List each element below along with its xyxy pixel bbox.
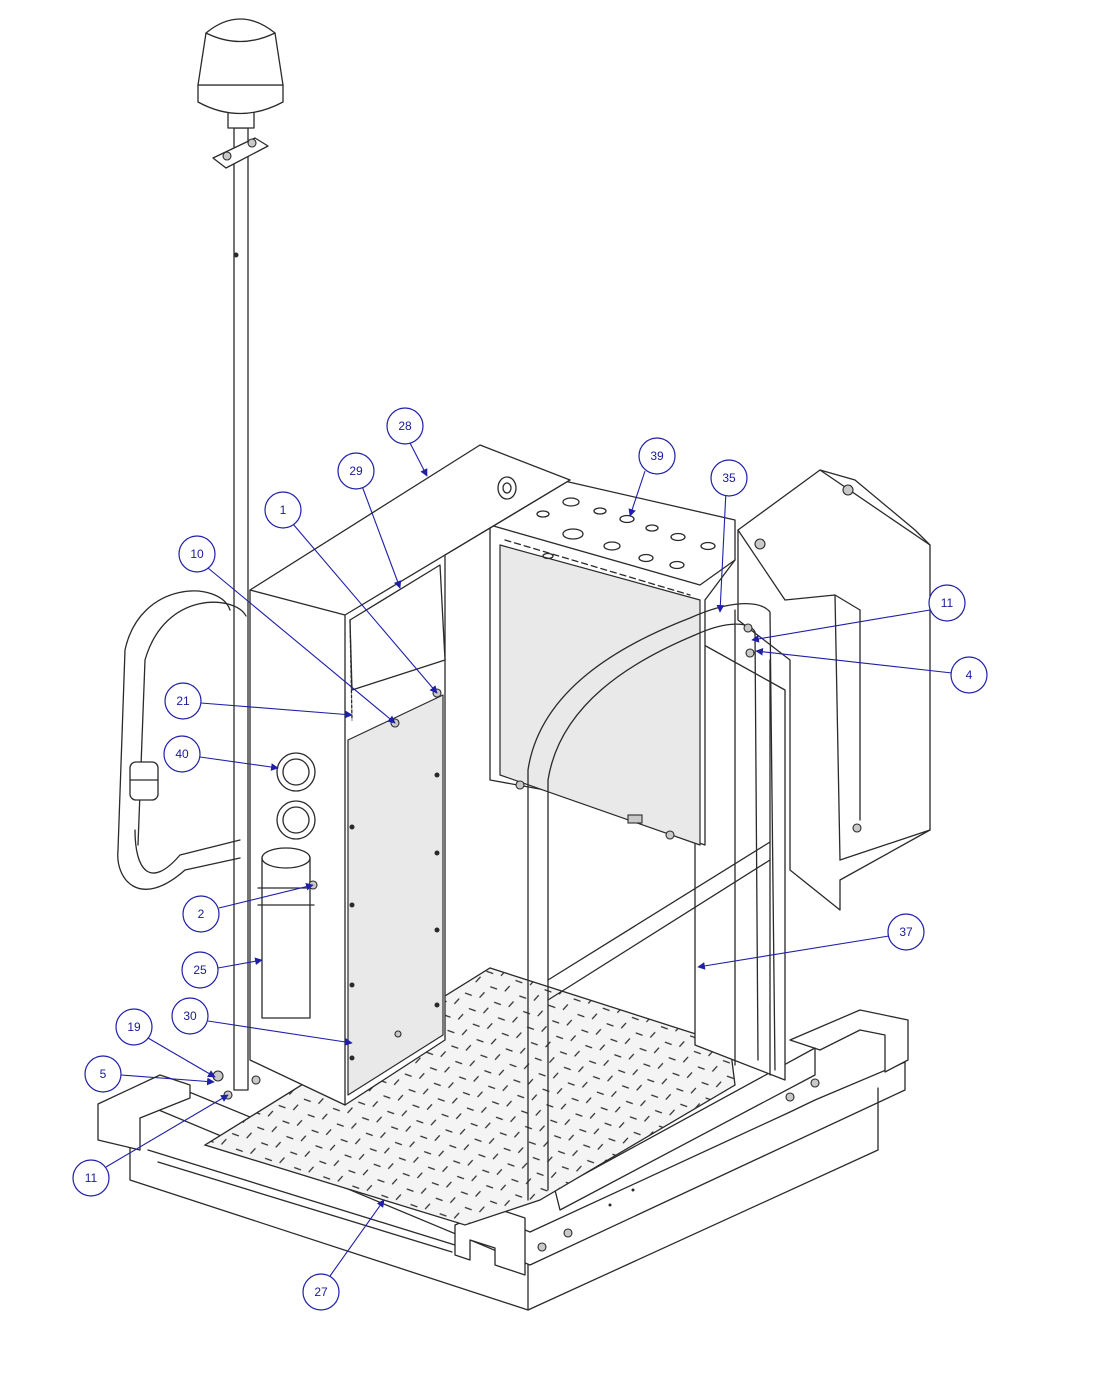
balloon-35: 35 (710, 459, 748, 497)
balloon-4: 4 (950, 656, 988, 694)
leader-21 (200, 702, 353, 719)
balloon-39: 39 (638, 437, 676, 475)
leader-40 (199, 756, 279, 771)
balloon-10: 10 (178, 535, 216, 573)
left-enclosure (249, 444, 571, 1106)
balloon-28: 28 (386, 407, 424, 445)
beacon-pole (197, 18, 284, 1100)
balloon-37-label: 37 (899, 925, 913, 939)
balloon-21: 21 (164, 682, 202, 720)
balloon-27-label: 27 (314, 1285, 328, 1299)
balloon-21-label: 21 (176, 694, 190, 708)
balloon-28-label: 28 (398, 419, 412, 433)
leader-37 (697, 935, 890, 970)
balloon-2-label: 2 (198, 907, 205, 921)
leader-19 (147, 1037, 216, 1078)
balloon-1-label: 1 (280, 503, 287, 517)
balloon-40: 40 (163, 735, 201, 773)
balloon-5: 5 (84, 1055, 122, 1093)
balloon-10-label: 10 (190, 547, 204, 561)
balloon-11-left-label: 11 (85, 1171, 98, 1185)
balloon-25: 25 (181, 951, 219, 989)
leader-30 (207, 1020, 353, 1046)
balloon-29: 29 (337, 452, 375, 490)
leader-1 (292, 523, 438, 694)
leader-25 (217, 957, 263, 969)
side-bin (737, 469, 931, 911)
balloon-37: 37 (887, 913, 925, 951)
balloon-19: 19 (115, 1008, 153, 1046)
balloon-11-right-label: 11 (941, 596, 954, 610)
front-handrail (527, 603, 776, 1201)
balloon-30-label: 30 (183, 1009, 197, 1023)
diamond-plate-floor (203, 967, 736, 1226)
leader-10 (207, 567, 396, 724)
leader-27 (329, 1199, 385, 1277)
control-cabinet (489, 479, 736, 846)
leader-28 (408, 440, 428, 477)
balloon-11-right: 11 (928, 584, 966, 622)
leader-29 (361, 485, 402, 589)
balloon-27: 27 (302, 1273, 340, 1311)
leader-11b (105, 1094, 229, 1168)
left-grab-handle (117, 590, 247, 890)
leader-2 (218, 882, 314, 909)
balloon-39-label: 39 (650, 449, 664, 463)
balloon-35-label: 35 (722, 471, 736, 485)
leader-5 (120, 1074, 215, 1086)
item-balloons: 28 39 29 35 1 10 11 4 21 40 2 37 25 30 1… (72, 407, 988, 1311)
leader-lines (105, 440, 953, 1277)
balloon-25-label: 25 (193, 963, 207, 977)
balloon-5-label: 5 (100, 1067, 107, 1081)
base-frame (97, 1009, 909, 1311)
leader-4 (755, 647, 953, 674)
balloon-30: 30 (171, 997, 209, 1035)
leader-39 (628, 470, 646, 517)
rear-column (694, 609, 786, 1081)
leader-11a (751, 609, 931, 643)
balloon-11-left: 11 (72, 1159, 110, 1197)
balloon-1: 1 (264, 491, 302, 529)
balloon-4-label: 4 (966, 668, 973, 682)
leader-35 (716, 490, 727, 613)
balloon-40-label: 40 (175, 747, 189, 761)
balloon-2: 2 (182, 895, 220, 933)
balloon-19-label: 19 (127, 1020, 141, 1034)
balloon-29-label: 29 (349, 464, 363, 478)
